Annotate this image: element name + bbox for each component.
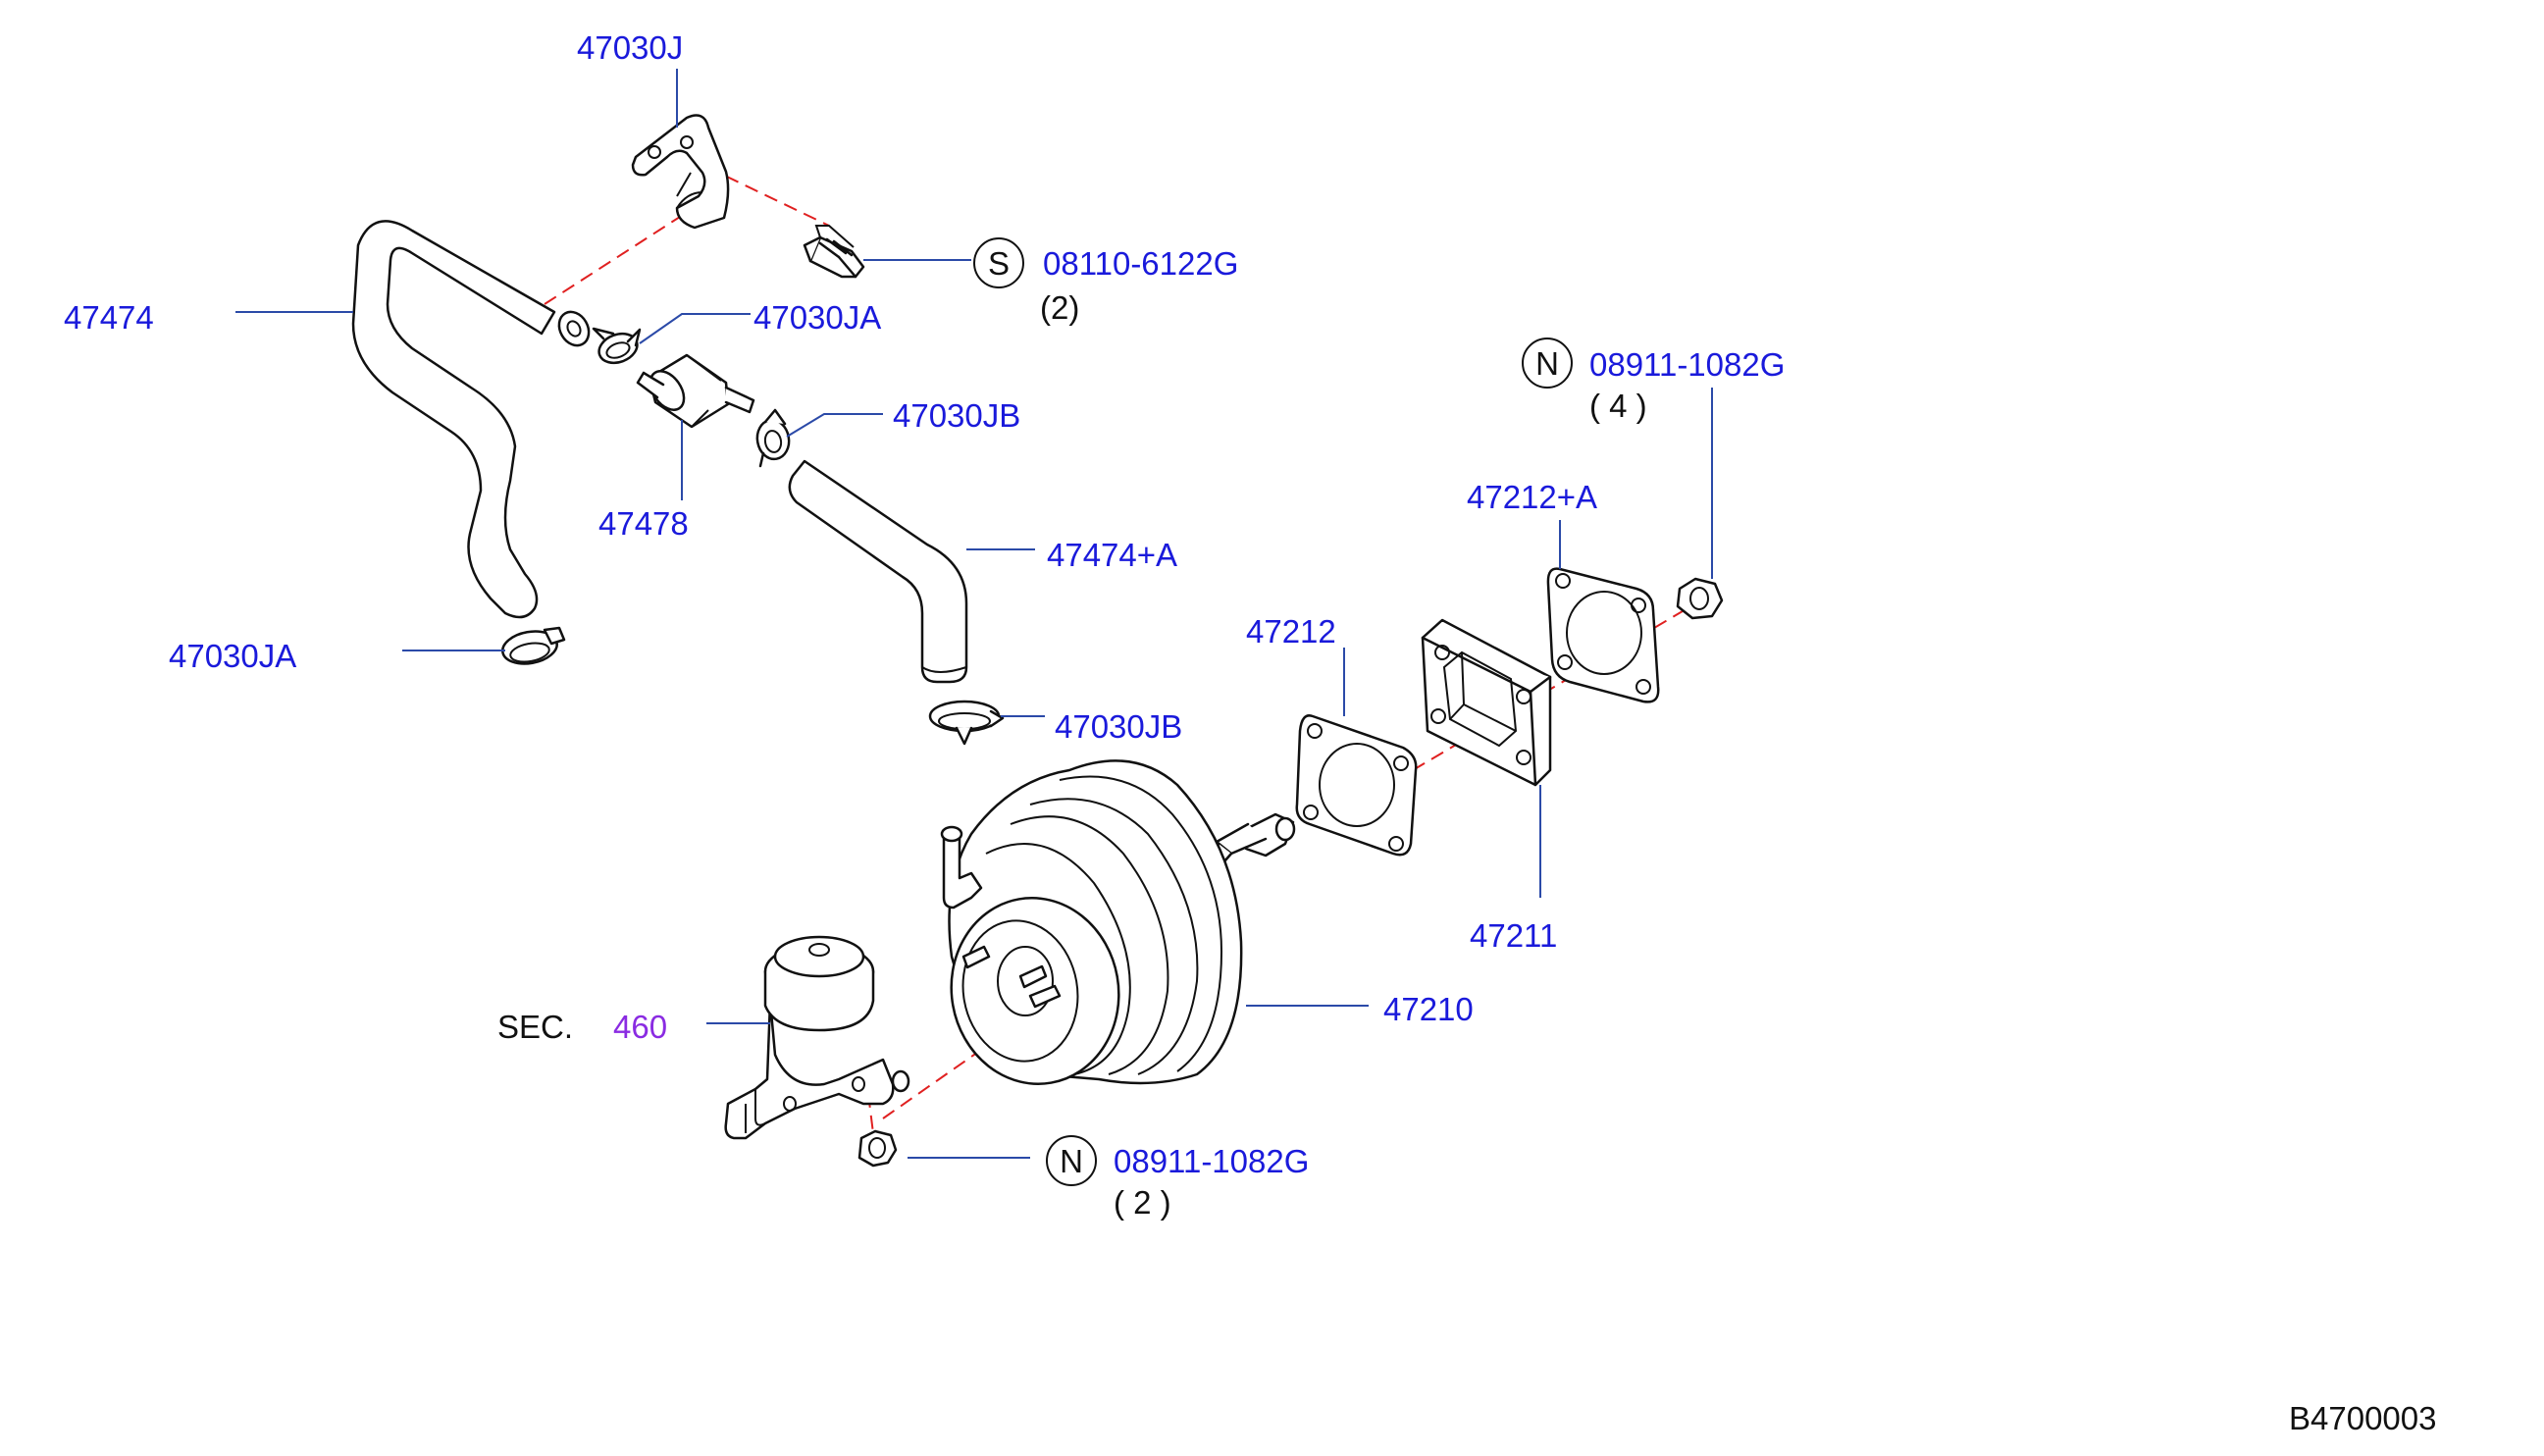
hose-47474[interactable] bbox=[351, 220, 595, 619]
diagram-id: B4700003 bbox=[2289, 1400, 2436, 1436]
label-47212a[interactable]: 47212+A bbox=[1467, 479, 1597, 515]
qty-08911-top: ( 4 ) bbox=[1589, 388, 1647, 424]
label-47030jb-bottom[interactable]: 47030JB bbox=[1055, 708, 1182, 745]
gasket-47212[interactable] bbox=[1295, 714, 1418, 857]
label-47211[interactable]: 47211 bbox=[1470, 917, 1557, 954]
clamp-47030jb-bottom[interactable] bbox=[928, 700, 1005, 746]
s-symbol: S bbox=[988, 245, 1010, 282]
part-number-08911-bottom[interactable]: 08911-1082G bbox=[1114, 1143, 1309, 1179]
qty-08911-bottom: ( 2 ) bbox=[1114, 1184, 1171, 1221]
brake-booster-47210[interactable] bbox=[937, 759, 1296, 1097]
clamp-47030jb-top[interactable] bbox=[754, 408, 792, 468]
label-47474a[interactable]: 47474+A bbox=[1047, 537, 1177, 573]
label-47210[interactable]: 47210 bbox=[1383, 991, 1474, 1027]
part-labels: 47030J 47474 47030JA 47030JB 47478 47474… bbox=[64, 29, 1597, 1045]
label-47030jb-top[interactable]: 47030JB bbox=[893, 397, 1020, 434]
master-cylinder[interactable] bbox=[724, 935, 910, 1140]
s-symbol-circle bbox=[973, 237, 1024, 288]
n-symbol-circle bbox=[1522, 338, 1573, 389]
n-symbol: N bbox=[1060, 1143, 1083, 1179]
leader-lines bbox=[235, 69, 1713, 1159]
gasket-47212a[interactable] bbox=[1546, 567, 1660, 703]
label-47030j[interactable]: 47030J bbox=[577, 29, 683, 66]
check-valve-47478[interactable] bbox=[636, 353, 755, 429]
part-number-08110[interactable]: 08110-6122G bbox=[1043, 245, 1238, 282]
label-47030ja-top[interactable]: 47030JA bbox=[753, 299, 881, 336]
n-symbol-circle bbox=[1046, 1135, 1097, 1186]
label-47030ja-bottom[interactable]: 47030JA bbox=[169, 638, 296, 674]
spacer-47211[interactable] bbox=[1421, 618, 1552, 787]
callout-nut-bottom[interactable]: N 08911-1082G ( 2 ) bbox=[1046, 1135, 1309, 1221]
callout-bolt-08110[interactable]: S 08110-6122G (2) bbox=[973, 237, 1238, 326]
label-47478[interactable]: 47478 bbox=[598, 505, 689, 542]
nut-08911-bottom[interactable] bbox=[857, 1129, 898, 1168]
n-symbol: N bbox=[1535, 345, 1559, 382]
label-47474[interactable]: 47474 bbox=[64, 299, 154, 336]
label-sec-460[interactable]: 460 bbox=[613, 1009, 667, 1045]
part-number-08911-top[interactable]: 08911-1082G bbox=[1589, 346, 1785, 383]
callout-nut-top[interactable]: N 08911-1082G ( 4 ) bbox=[1522, 338, 1785, 424]
qty-08110: (2) bbox=[1040, 289, 1079, 326]
label-47212[interactable]: 47212 bbox=[1246, 613, 1336, 650]
bolt-08110[interactable] bbox=[803, 225, 865, 279]
hose-47474a[interactable] bbox=[788, 459, 968, 684]
bracket-47030j[interactable] bbox=[631, 114, 730, 230]
clamp-47030ja-top[interactable] bbox=[592, 327, 642, 368]
clamp-47030ja-bottom[interactable] bbox=[500, 626, 566, 667]
nut-08911-top[interactable] bbox=[1676, 577, 1724, 620]
label-sec-prefix: SEC. bbox=[497, 1009, 573, 1045]
